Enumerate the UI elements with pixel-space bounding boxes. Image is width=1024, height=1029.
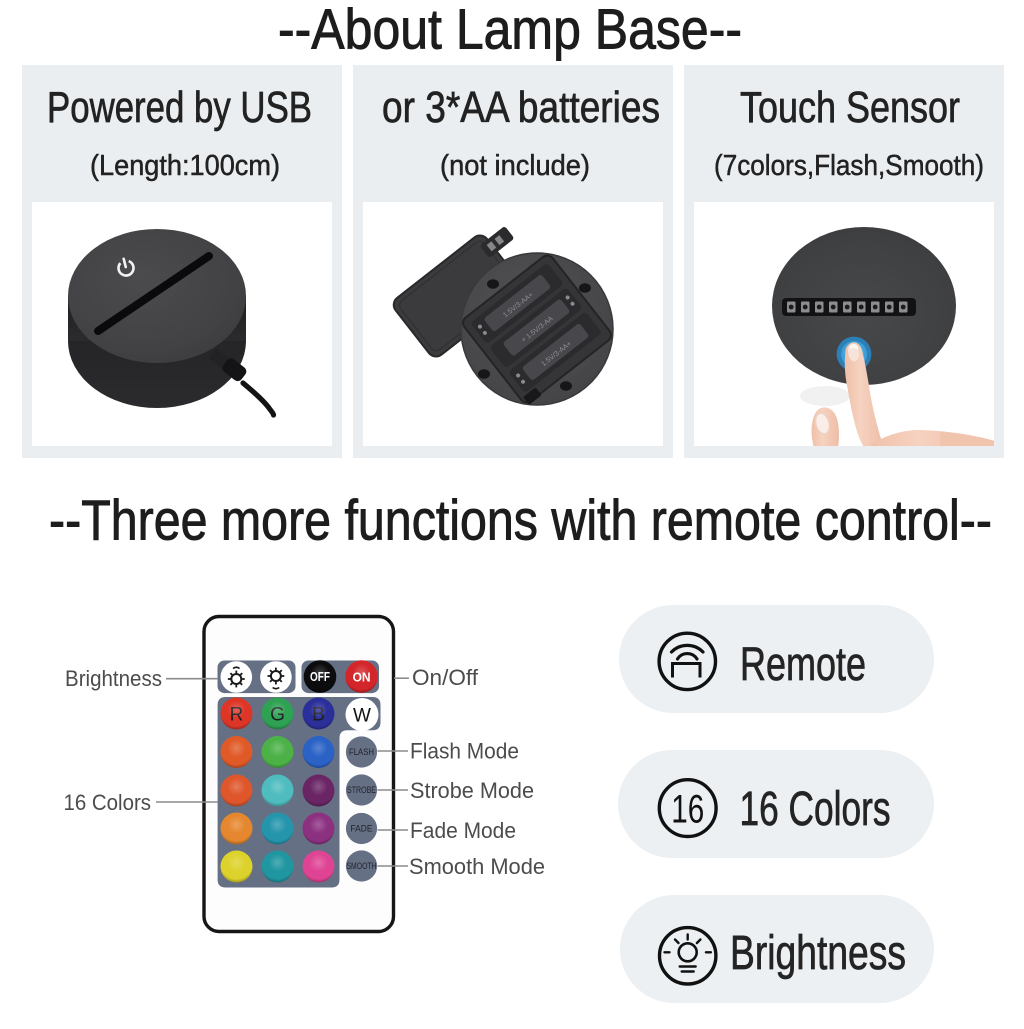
svg-text:Smooth Mode: Smooth Mode — [409, 854, 545, 879]
svg-text:Touch Sensor: Touch Sensor — [740, 83, 960, 132]
svg-text:Brightness: Brightness — [65, 666, 162, 691]
svg-text:STROBE: STROBE — [347, 785, 376, 795]
svg-text:Powered by USB: Powered by USB — [47, 83, 312, 132]
svg-text:On/Off: On/Off — [412, 665, 479, 690]
svg-text:FADE: FADE — [351, 824, 373, 834]
svg-text:Flash Mode: Flash Mode — [410, 739, 519, 764]
svg-text:Brightness: Brightness — [730, 927, 906, 980]
svg-text:(7colors,Flash,Smooth): (7colors,Flash,Smooth) — [714, 150, 984, 182]
svg-text:--Three more functions with re: --Three more functions with remote contr… — [49, 489, 992, 553]
svg-text:FLASH: FLASH — [349, 747, 374, 757]
svg-text:16 Colors: 16 Colors — [740, 783, 891, 836]
svg-text:SMOOTH: SMOOTH — [347, 861, 377, 871]
svg-text:16: 16 — [671, 788, 704, 832]
svg-text:Fade Mode: Fade Mode — [410, 818, 516, 843]
svg-text:(Length:100cm): (Length:100cm) — [90, 150, 280, 182]
svg-text:(not include): (not include) — [440, 150, 590, 182]
svg-text:or 3*AA batteries: or 3*AA batteries — [382, 83, 660, 132]
svg-text:W: W — [353, 706, 371, 727]
svg-text:Remote: Remote — [740, 637, 866, 690]
svg-text:--About Lamp Base--: --About Lamp Base-- — [278, 0, 742, 62]
svg-text:Strobe Mode: Strobe Mode — [410, 778, 534, 803]
svg-text:16 Colors: 16 Colors — [64, 790, 152, 815]
